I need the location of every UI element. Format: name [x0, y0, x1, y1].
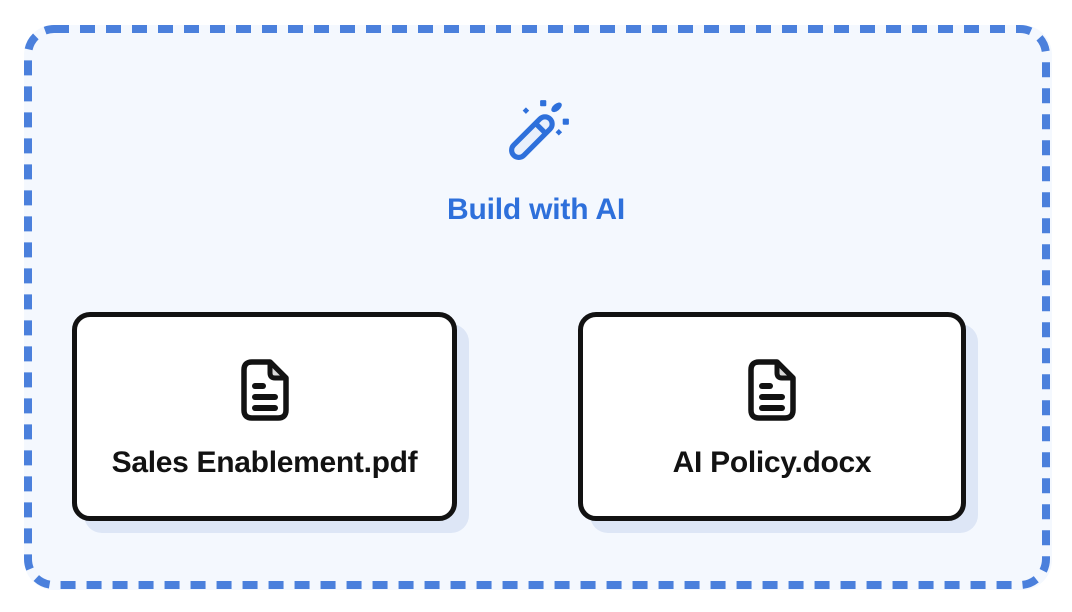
- build-with-ai-hero: Build with AI: [0, 96, 1072, 227]
- file-card-sales-enablement[interactable]: Sales Enablement.pdf: [72, 312, 457, 521]
- file-name-label: AI Policy.docx: [672, 445, 872, 479]
- magic-wand-icon: [509, 100, 569, 160]
- file-card-ai-policy[interactable]: AI Policy.docx: [578, 312, 966, 521]
- build-with-ai-title: Build with AI: [447, 193, 625, 226]
- document-icon: [240, 358, 289, 421]
- file-name-label: Sales Enablement.pdf: [111, 445, 418, 479]
- document-icon: [748, 358, 796, 421]
